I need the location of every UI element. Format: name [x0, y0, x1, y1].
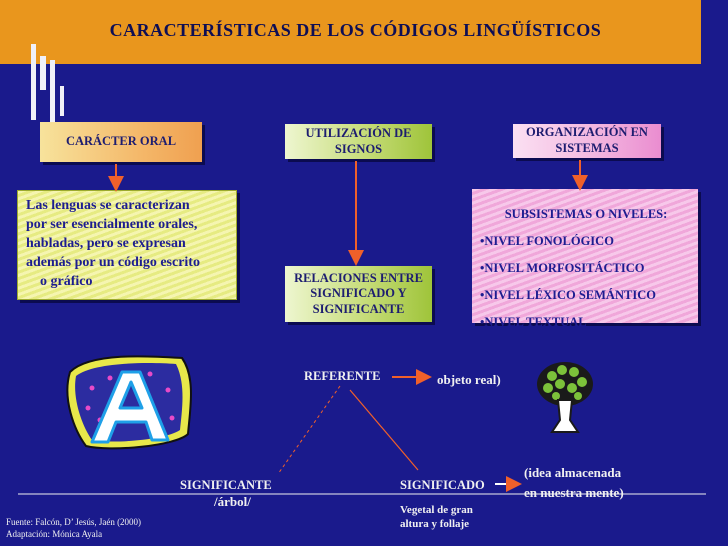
- referente-label: REFERENTE: [304, 369, 381, 383]
- arbol-label: /árbol/: [214, 494, 251, 509]
- relaciones-label-2: SIGNIFICADO Y: [310, 286, 407, 301]
- significante-label: SIGNIFICANTE: [180, 478, 272, 492]
- caracter-oral-box: CARÁCTER ORAL: [40, 122, 202, 162]
- title-bar: CARACTERÍSTICAS DE LOS CÓDIGOS LINGÜÍSTI…: [0, 0, 701, 64]
- vegetal-label-2: altura y follaje: [400, 518, 470, 530]
- adaptacion-text: Adaptación: Mónica Ayala: [6, 529, 103, 540]
- footer-source: Fuente: Falcón, D’ Jesús, Jaén (2000) Ad…: [6, 516, 141, 540]
- triangle-dashed-side: [277, 385, 341, 475]
- subsistema-item: •NIVEL MORFOSITÁCTICO: [480, 261, 645, 275]
- oral-text-line: por ser esencialmente orales,: [26, 216, 198, 232]
- decorative-stripe: [60, 86, 64, 116]
- organizacion-sistemas-box: ORGANIZACIÓN EN SISTEMAS: [513, 124, 661, 158]
- utilizacion-label-2: SIGNOS: [334, 141, 383, 156]
- significado-label: SIGNIFICADO: [400, 478, 485, 492]
- page-title: CARACTERÍSTICAS DE LOS CÓDIGOS LINGÜÍSTI…: [109, 19, 602, 40]
- subsistema-item: •NIVEL LÉXICO SEMÁNTICO: [480, 288, 656, 302]
- oral-text-line: además por un código escrito: [26, 254, 200, 270]
- tree-icon: [537, 362, 593, 433]
- oral-text-line: Las lenguas se caracterizan: [26, 198, 190, 213]
- oral-description-box: Las lenguas se caracterizan por ser esen…: [17, 190, 237, 300]
- utilizacion-signos-box: UTILIZACIÓN DE SIGNOS: [285, 124, 432, 159]
- organizacion-label-1: ORGANIZACIÓN EN: [526, 125, 648, 140]
- objeto-real-label: objeto real): [437, 372, 501, 387]
- organizacion-label-2: SISTEMAS: [555, 141, 619, 155]
- idea-label-1: (idea almacenada: [524, 465, 622, 480]
- relaciones-label-3: SIGNIFICANTE: [312, 301, 405, 316]
- relaciones-box: RELACIONES ENTRE SIGNIFICADO Y SIGNIFICA…: [285, 266, 432, 322]
- caracter-oral-label: CARÁCTER ORAL: [65, 134, 177, 149]
- subsistemas-heading: SUBSISTEMAS O NIVELES:: [504, 207, 668, 221]
- subsistemas-box: SUBSISTEMAS O NIVELES: •NIVEL FONOLÓGICO…: [472, 189, 698, 329]
- triangle-solid-side: [349, 389, 419, 471]
- subsistema-item: •NIVEL FONOLÓGICO: [480, 234, 614, 248]
- clipart-letter-a-icon: [66, 355, 192, 450]
- subsistema-item: •NIVEL TEXTUAL: [480, 315, 587, 329]
- fuente-text: Fuente: Falcón, D’ Jesús, Jaén (2000): [6, 517, 142, 527]
- oral-text-line: o gráfico: [40, 273, 93, 289]
- decorative-stripe: [31, 44, 36, 120]
- relaciones-label-1: RELACIONES ENTRE: [294, 270, 423, 285]
- vegetal-label-1: Vegetal de gran: [400, 504, 473, 516]
- utilizacion-label-1: UTILIZACIÓN DE: [305, 125, 412, 140]
- oral-text-line: habladas, pero se expresan: [26, 235, 186, 251]
- decorative-stripe: [50, 60, 55, 140]
- idea-label-2: en nuestra mente): [524, 485, 624, 500]
- decorative-stripe: [40, 56, 46, 90]
